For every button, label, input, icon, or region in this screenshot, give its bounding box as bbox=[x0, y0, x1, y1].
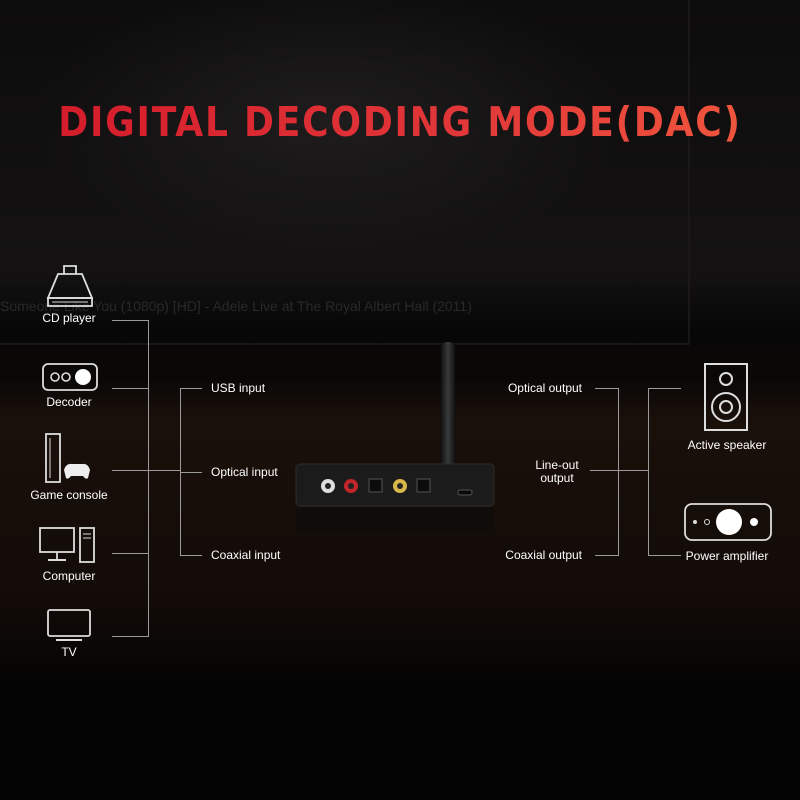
connector-line bbox=[618, 470, 649, 471]
input-label-optical: Optical input bbox=[211, 465, 278, 479]
destination-label-speaker: Active speaker bbox=[687, 438, 767, 452]
speaker-icon bbox=[704, 363, 748, 431]
input-label-coaxial: Coaxial input bbox=[211, 548, 281, 562]
connector-line bbox=[648, 388, 681, 389]
input-label-usb: USB input bbox=[211, 381, 266, 395]
connector-line bbox=[148, 470, 181, 471]
connector-line bbox=[112, 636, 149, 637]
source-label-game-console: Game console bbox=[30, 488, 108, 502]
connector-line bbox=[590, 470, 619, 471]
connector-line bbox=[618, 388, 619, 556]
output-label-optical: Optical output bbox=[507, 381, 582, 395]
destination-label-power-amplifier: Power amplifier bbox=[685, 549, 769, 563]
connector-line bbox=[112, 553, 149, 554]
connector-line bbox=[180, 472, 202, 473]
connector-line bbox=[148, 320, 149, 637]
connector-line bbox=[648, 388, 649, 556]
computer-icon bbox=[39, 527, 95, 563]
connector-line bbox=[180, 555, 202, 556]
source-label-tv: TV bbox=[61, 645, 77, 659]
power-amplifier-icon bbox=[684, 503, 772, 541]
connector-line bbox=[595, 388, 619, 389]
page-title: DIGITAL DECODING MODE(DAC) bbox=[48, 98, 752, 146]
background-screen bbox=[0, 0, 690, 345]
output-label-coaxial: Coaxial output bbox=[505, 548, 582, 562]
dac-device-image bbox=[295, 342, 495, 534]
source-label-cd-player: CD player bbox=[42, 311, 96, 325]
cd-player-icon bbox=[46, 265, 94, 307]
connector-line bbox=[595, 555, 619, 556]
connector-line bbox=[112, 388, 149, 389]
connector-line bbox=[648, 555, 681, 556]
game-console-icon bbox=[45, 433, 90, 483]
tv-icon bbox=[47, 609, 91, 641]
background-caption: Someone Like You (1080p) [HD] - Adele Li… bbox=[0, 298, 472, 314]
connector-line bbox=[112, 320, 149, 321]
output-label-line-out: Line-out output bbox=[535, 458, 579, 485]
decoder-icon bbox=[42, 363, 98, 391]
source-label-computer: Computer bbox=[42, 569, 96, 583]
connector-line bbox=[112, 470, 149, 471]
source-label-decoder: Decoder bbox=[46, 395, 92, 409]
connector-line bbox=[180, 388, 202, 389]
